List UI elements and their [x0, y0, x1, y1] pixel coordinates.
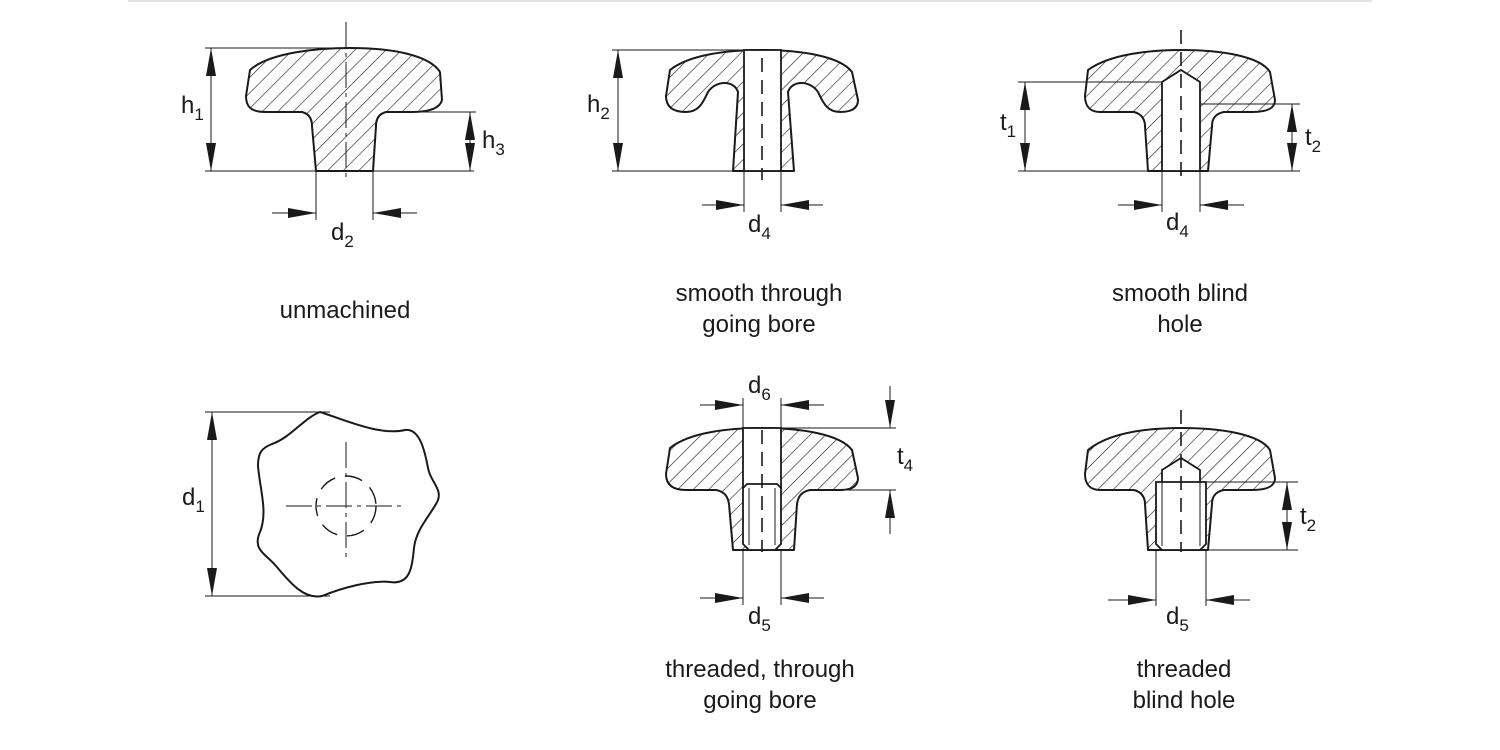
label-t1: t1: [1000, 109, 1016, 141]
label-t2: t2: [1300, 503, 1316, 535]
label-d2: d2: [331, 219, 354, 251]
label-d5: d5: [748, 603, 771, 635]
thread-bore: [742, 483, 782, 551]
label-d6: d6: [748, 372, 771, 404]
label-h3: h3: [482, 127, 505, 159]
label-d5: d5: [1166, 603, 1189, 635]
label-t4: t4: [897, 443, 913, 475]
view-unmachined: h1 h3 d2 unmachined: [181, 22, 505, 324]
caption-unmachined: unmachined: [280, 297, 411, 324]
star-knob-outline: [256, 410, 440, 598]
hole-pitch-circle: [315, 475, 377, 537]
label-h1: h1: [181, 92, 204, 124]
thread-bore: [1155, 481, 1207, 551]
label-d1: d1: [182, 484, 205, 516]
label-d4: d4: [1166, 209, 1189, 241]
view-top: d1: [182, 410, 440, 598]
label-d4: d4: [748, 211, 771, 243]
label-h2: h2: [587, 91, 610, 123]
label-t2: t2: [1305, 124, 1321, 156]
knob-section-unmachined: [245, 47, 443, 172]
top-border-line: [128, 0, 1372, 2]
